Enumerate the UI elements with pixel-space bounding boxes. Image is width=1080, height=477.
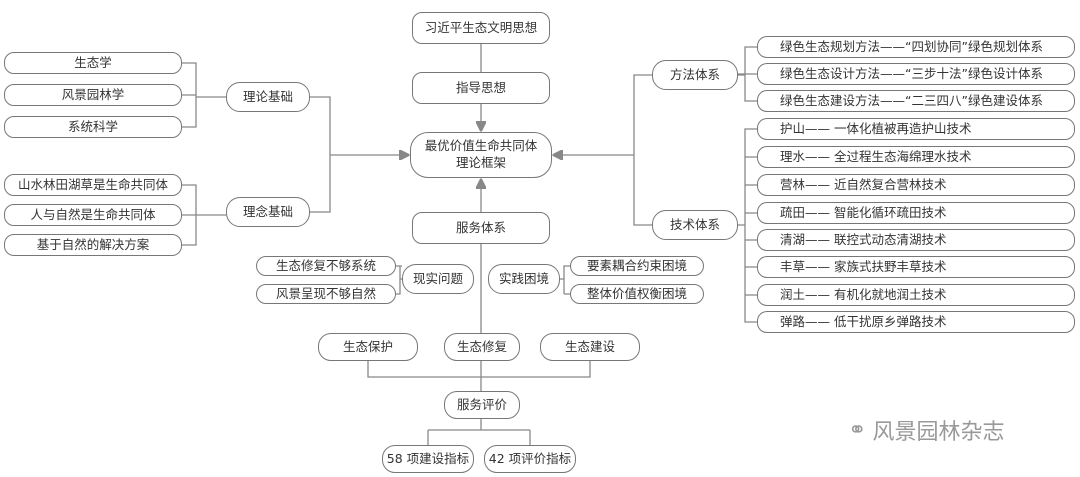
guide-node: 指导思想: [412, 72, 550, 104]
tech-item: 理水—— 全过程生态海绵理水技术: [757, 146, 1075, 168]
center-line2: 理论框架: [455, 155, 506, 170]
method-item: 绿色生态建设方法——“二三四八”绿色建设体系: [757, 90, 1075, 112]
concept-node: 理念基础: [226, 197, 310, 227]
eco-construction: 生态建设: [540, 333, 640, 361]
reality-item: 风景呈现不够自然: [256, 284, 396, 304]
tech-item: 丰草—— 家族式扶野丰草技术: [757, 256, 1075, 278]
eco-protection: 生态保护: [318, 333, 418, 361]
method-node: 方法体系: [652, 60, 738, 90]
practice-node: 实践困境: [488, 264, 560, 294]
reality-item: 生态修复不够系统: [256, 256, 396, 276]
concept-item: 人与自然是生命共同体: [4, 204, 182, 226]
center-node: 最优价值生命共同体理论框架: [410, 132, 552, 178]
tech-item: 营林—— 近自然复合营林技术: [757, 174, 1075, 196]
tech-item: 润土—— 有机化就地润土技术: [757, 284, 1075, 306]
tech-item: 清湖—— 联控式动态清湖技术: [757, 229, 1075, 251]
wechat-icon: ⚭: [848, 417, 867, 443]
watermark-text: 风景园林杂志: [872, 420, 1005, 445]
practice-item: 整体价值权衡困境: [570, 284, 704, 304]
method-item: 绿色生态规划方法——“四划协同”绿色规划体系: [757, 36, 1075, 58]
concept-item: 基于自然的解决方案: [4, 234, 182, 256]
top-node: 习近平生态文明思想: [412, 12, 550, 44]
concept-item: 山水林田湖草是生命共同体: [4, 174, 182, 196]
tech-item: 疏田—— 智能化循环疏田技术: [757, 202, 1075, 224]
tech-node: 技术体系: [652, 210, 738, 240]
service-node: 服务体系: [412, 212, 550, 244]
eco-restoration: 生态修复: [444, 333, 520, 361]
theory-item: 风景园林学: [4, 84, 182, 106]
practice-item: 要素耦合约束困境: [570, 256, 704, 276]
tech-item: 护山—— 一体化植被再造护山技术: [757, 118, 1075, 140]
evaluation-node: 服务评价: [444, 391, 520, 419]
watermark: ⚭风景园林杂志: [848, 414, 1004, 446]
method-item: 绿色生态设计方法——“三步十法”绿色设计体系: [757, 63, 1075, 85]
theory-node: 理论基础: [226, 82, 310, 112]
reality-node: 现实问题: [402, 264, 474, 294]
center-line1: 最优价值生命共同体: [424, 138, 538, 154]
indicator-construction: 58 项建设指标: [382, 445, 474, 473]
tech-item: 弹路—— 低干扰原乡弹路技术: [757, 311, 1075, 333]
theory-item: 系统科学: [4, 116, 182, 138]
theory-item: 生态学: [4, 52, 182, 74]
indicator-evaluation: 42 项评价指标: [484, 445, 576, 473]
